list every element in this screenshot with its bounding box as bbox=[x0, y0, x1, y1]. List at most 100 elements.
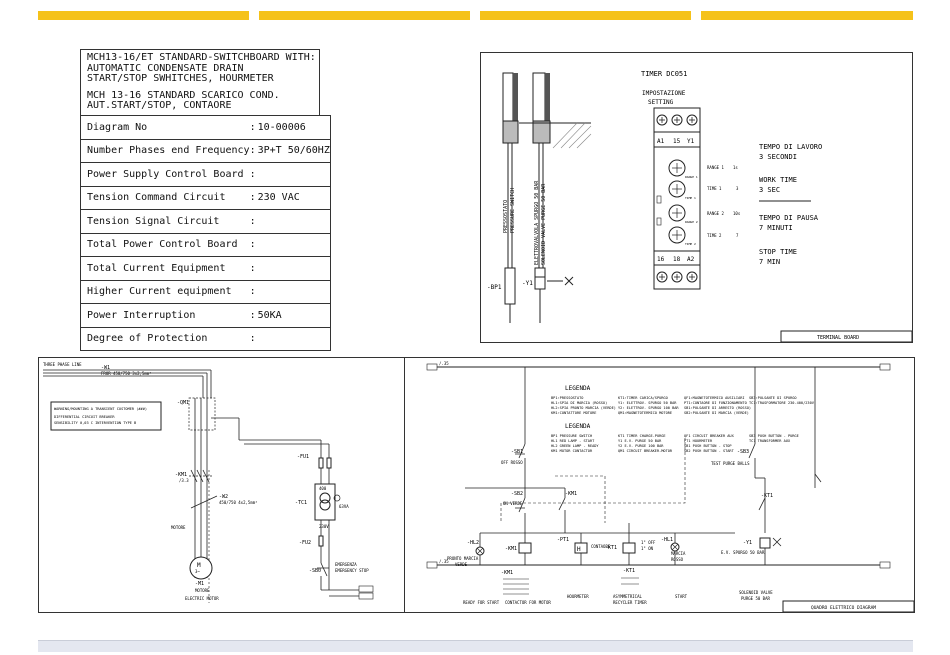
spec-sep: : bbox=[249, 209, 256, 233]
title-line-3: START/STOP SWHITCHES, HOURMETER bbox=[87, 73, 274, 84]
spec-table: Diagram No:10-00006 Number Phases end Fr… bbox=[80, 115, 331, 351]
legend-it-c1-2: HL2:SPIA PRONTO MARCIA (VERDE) bbox=[551, 406, 616, 410]
label-contactor: CONTACTOR FOR MOTOR bbox=[505, 600, 551, 605]
legend-en-c2-3: QM1 CIRCUIT BREAKER-MOTOR bbox=[618, 449, 673, 453]
legend-en-c3-0: QF1 CIRCUIT BREAKER AUX bbox=[684, 434, 735, 438]
spec-value bbox=[255, 279, 331, 304]
qm1-label: -QM1 bbox=[177, 400, 189, 406]
spec-row: Total Power Control Board: bbox=[80, 232, 331, 257]
fu2-label: -FU2 bbox=[299, 540, 311, 546]
km1-label: -KM1 bbox=[175, 472, 187, 478]
sb3-label: -SB3 bbox=[737, 449, 749, 455]
legend-en-c4-0: SB3 PUSH BUTTON - PURGE bbox=[749, 434, 799, 438]
spec-sep: : bbox=[249, 185, 256, 210]
ps-en-label: PRESSURE SWITCH bbox=[510, 188, 516, 233]
sb0-label: -SB0 bbox=[309, 568, 321, 574]
ev-en-label: SOLENOID VALVE PURGE 50 BAR bbox=[541, 183, 547, 265]
warn-l1: WARNING/MOUNTING A TRANSIENT CUSTOMER (#… bbox=[54, 407, 147, 411]
spec-label: Total Power Control Board bbox=[80, 232, 250, 257]
control-footer: QUADRO ELETTRICO DIAGRAM bbox=[811, 605, 876, 611]
work-en-l1: WORK TIME bbox=[759, 176, 797, 184]
kt1-coil-label: -KT1 bbox=[605, 545, 617, 551]
legend-it-c3-2: SB1:PULSANTE DI ARRESTO (ROSSO) bbox=[684, 406, 751, 410]
legend-it-c2-0: KT1:TIMER CARICA/SPURGO bbox=[618, 396, 668, 400]
title-block: MCH13-16/ET STANDARD-SWITCHBOARD WITH: AU… bbox=[80, 49, 320, 115]
hl1-l1: MARCIA bbox=[671, 551, 686, 556]
spec-row: Diagram No:10-00006 bbox=[80, 115, 331, 139]
legend-en-c2-2: Y2 E.V. PURGE 100 BAR bbox=[618, 444, 664, 448]
spec-sep: : bbox=[249, 256, 256, 280]
km1-coil-label: -KM1 bbox=[505, 546, 517, 552]
header-bar-3 bbox=[480, 11, 691, 20]
spec-value: 3P+T 50/60HZ bbox=[255, 138, 331, 163]
spec-row: Tension Signal Circuit: bbox=[80, 209, 331, 233]
work-it-l2: 3 SECONDI bbox=[759, 153, 797, 161]
spec-sep: : bbox=[249, 326, 256, 351]
legend-it-title: LEGENDA bbox=[565, 385, 591, 392]
legend-en-c1-2: HL2 GREEN LAMP - READY bbox=[551, 444, 599, 448]
legend-it-c3-1: PT1:CONTAORE DI FUNZIONAMENTO bbox=[684, 401, 747, 405]
title-line-5: AUT.START/STOP, CONTAORE bbox=[87, 100, 232, 111]
sb2-label: -SB2 bbox=[511, 491, 523, 497]
spec-label: Higher Current equipment bbox=[80, 279, 250, 304]
hl2-l2: VERDE bbox=[455, 562, 468, 567]
title-line-1: MCH13-16/ET STANDARD-SWITCHBOARD WITH: bbox=[87, 52, 316, 63]
kt1-contact-label: -KT1 bbox=[761, 493, 773, 499]
pause-it-l1: TEMPO DI PAUSA bbox=[759, 214, 819, 222]
y1-coil-label: -Y1 bbox=[743, 540, 752, 546]
label-hourmeter: HOURMETER bbox=[567, 594, 589, 599]
motor-phase: 3~ bbox=[195, 569, 200, 574]
pt1-symbol: H bbox=[577, 546, 581, 553]
legend-en-title: LEGENDA bbox=[565, 423, 591, 430]
timer-diagram: PRESSOSTATO PRESSURE SWITCH ELETTROVALVO… bbox=[487, 70, 913, 343]
y1-desc: E.V. SPURGO 50 BAR bbox=[721, 550, 765, 555]
bottom-kt1-label: -KT1 bbox=[623, 568, 635, 574]
hl2-l1: PRONTO MARCIA bbox=[447, 556, 479, 561]
spec-row: Degree of Protection: bbox=[80, 326, 331, 351]
fu1-label: -FU1 bbox=[297, 454, 309, 460]
va-label: 63VA bbox=[339, 504, 349, 509]
timer-title: TIMER DC051 bbox=[641, 70, 687, 78]
rail-top-label: /.35 bbox=[439, 361, 449, 366]
spec-value bbox=[255, 326, 331, 351]
contatore-label: CONTAORE bbox=[591, 544, 611, 549]
term-a1: A1 bbox=[657, 138, 665, 145]
y1-label: -Y1 bbox=[522, 280, 533, 287]
spec-label: Number Phases end Frequency bbox=[80, 138, 250, 163]
legend-en-c4-1: TC1 TRANSFORMER AUX bbox=[749, 439, 791, 443]
legend-en-c1-1: HL1 RED LAMP - START bbox=[551, 439, 595, 443]
term-15: 15 bbox=[673, 138, 681, 145]
spec-label: Power Interruption bbox=[80, 303, 250, 327]
rail-bot-label: /.35 bbox=[439, 559, 449, 564]
knob-time2: TIME 2 bbox=[685, 242, 696, 246]
legend-it-c4-1: TC1:TRASFORMATORE 230-400/230V bbox=[749, 401, 815, 405]
hl2-label: -HL2 bbox=[467, 540, 479, 546]
term-y1: Y1 bbox=[687, 138, 695, 145]
label-kt-l1: ASYMMETRICAL bbox=[613, 594, 642, 599]
legend-en-c2-1: Y1 E.V. PURGE 50 BAR bbox=[618, 439, 662, 443]
legend-it-c3-0: QF1:MAGNETOTERMICO AUSILIARI bbox=[684, 396, 745, 400]
spec-sep: : bbox=[249, 138, 256, 163]
label-start: START bbox=[675, 594, 688, 599]
w1-label: -W1 bbox=[101, 365, 110, 371]
legend-en-c1-3: KM1 MOTOR CONTACTOR bbox=[551, 449, 593, 453]
w2-spec: 450/750 4x2,5mm² bbox=[219, 500, 258, 505]
kt1-t1: 1" OFF bbox=[641, 540, 656, 545]
spec-value bbox=[255, 232, 331, 257]
spec-sep: : bbox=[249, 303, 256, 327]
v400-label: 400 bbox=[319, 486, 327, 491]
stop-en-l1: STOP TIME bbox=[759, 248, 797, 256]
spec-label: Total Current Equipment bbox=[80, 256, 250, 280]
pt1-label: -PT1 bbox=[557, 537, 569, 543]
spec-sep: : bbox=[249, 232, 256, 257]
w1-spec: FROR 450/750 3x2,5mm² bbox=[101, 371, 152, 376]
warn-l2: DIFFERENTIAL CIRCUIT BREAKER bbox=[54, 415, 115, 419]
power-panel: THREE PHASE LINE -W1 FROR 450/750 3x2,5m… bbox=[38, 357, 407, 613]
control-panel: /.35 /.35 LEGENDA BP1:PRESSOSTATO HL1:SP… bbox=[404, 357, 915, 613]
spec-label: Tension Signal Circuit bbox=[80, 209, 250, 233]
spec-row: Tension Command Circuit:230 VAC bbox=[80, 185, 331, 210]
warn-l3: SENSIBILITY 0,03 C INTERVENTION TYPE B bbox=[54, 421, 136, 425]
km1-contact-label: -KM1 bbox=[565, 491, 577, 497]
setting-en-label: SETTING bbox=[648, 99, 674, 106]
spec-label: Tension Command Circuit bbox=[80, 185, 250, 210]
